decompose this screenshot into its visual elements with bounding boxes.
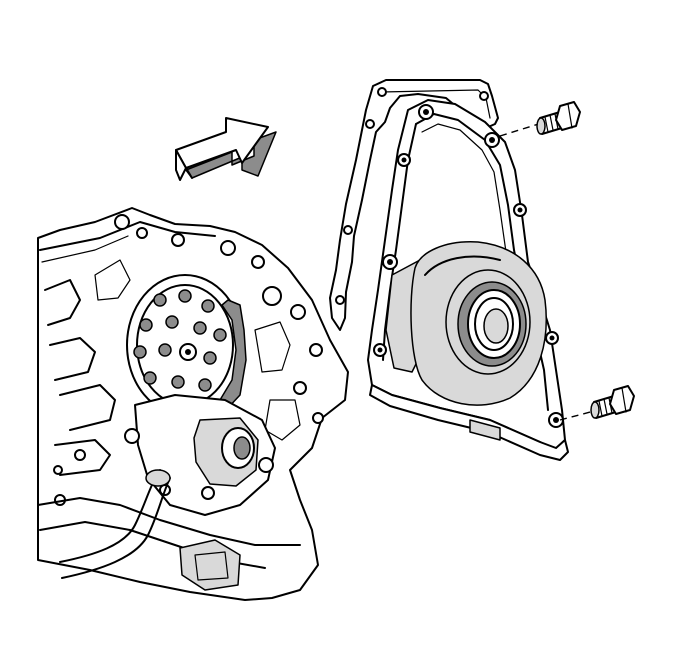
oil-pump	[59, 394, 276, 579]
bolt-upper	[499, 101, 581, 137]
install-direction-arrow	[175, 117, 277, 181]
bolt-lower	[559, 385, 635, 421]
sprocket-holes	[133, 289, 227, 392]
front-cover-gasket	[329, 79, 499, 331]
cover-bolt-holes	[373, 104, 564, 428]
timing-chain-sprocket	[126, 274, 247, 416]
gasket-outline	[329, 79, 499, 331]
engine-front-cover	[367, 99, 569, 461]
